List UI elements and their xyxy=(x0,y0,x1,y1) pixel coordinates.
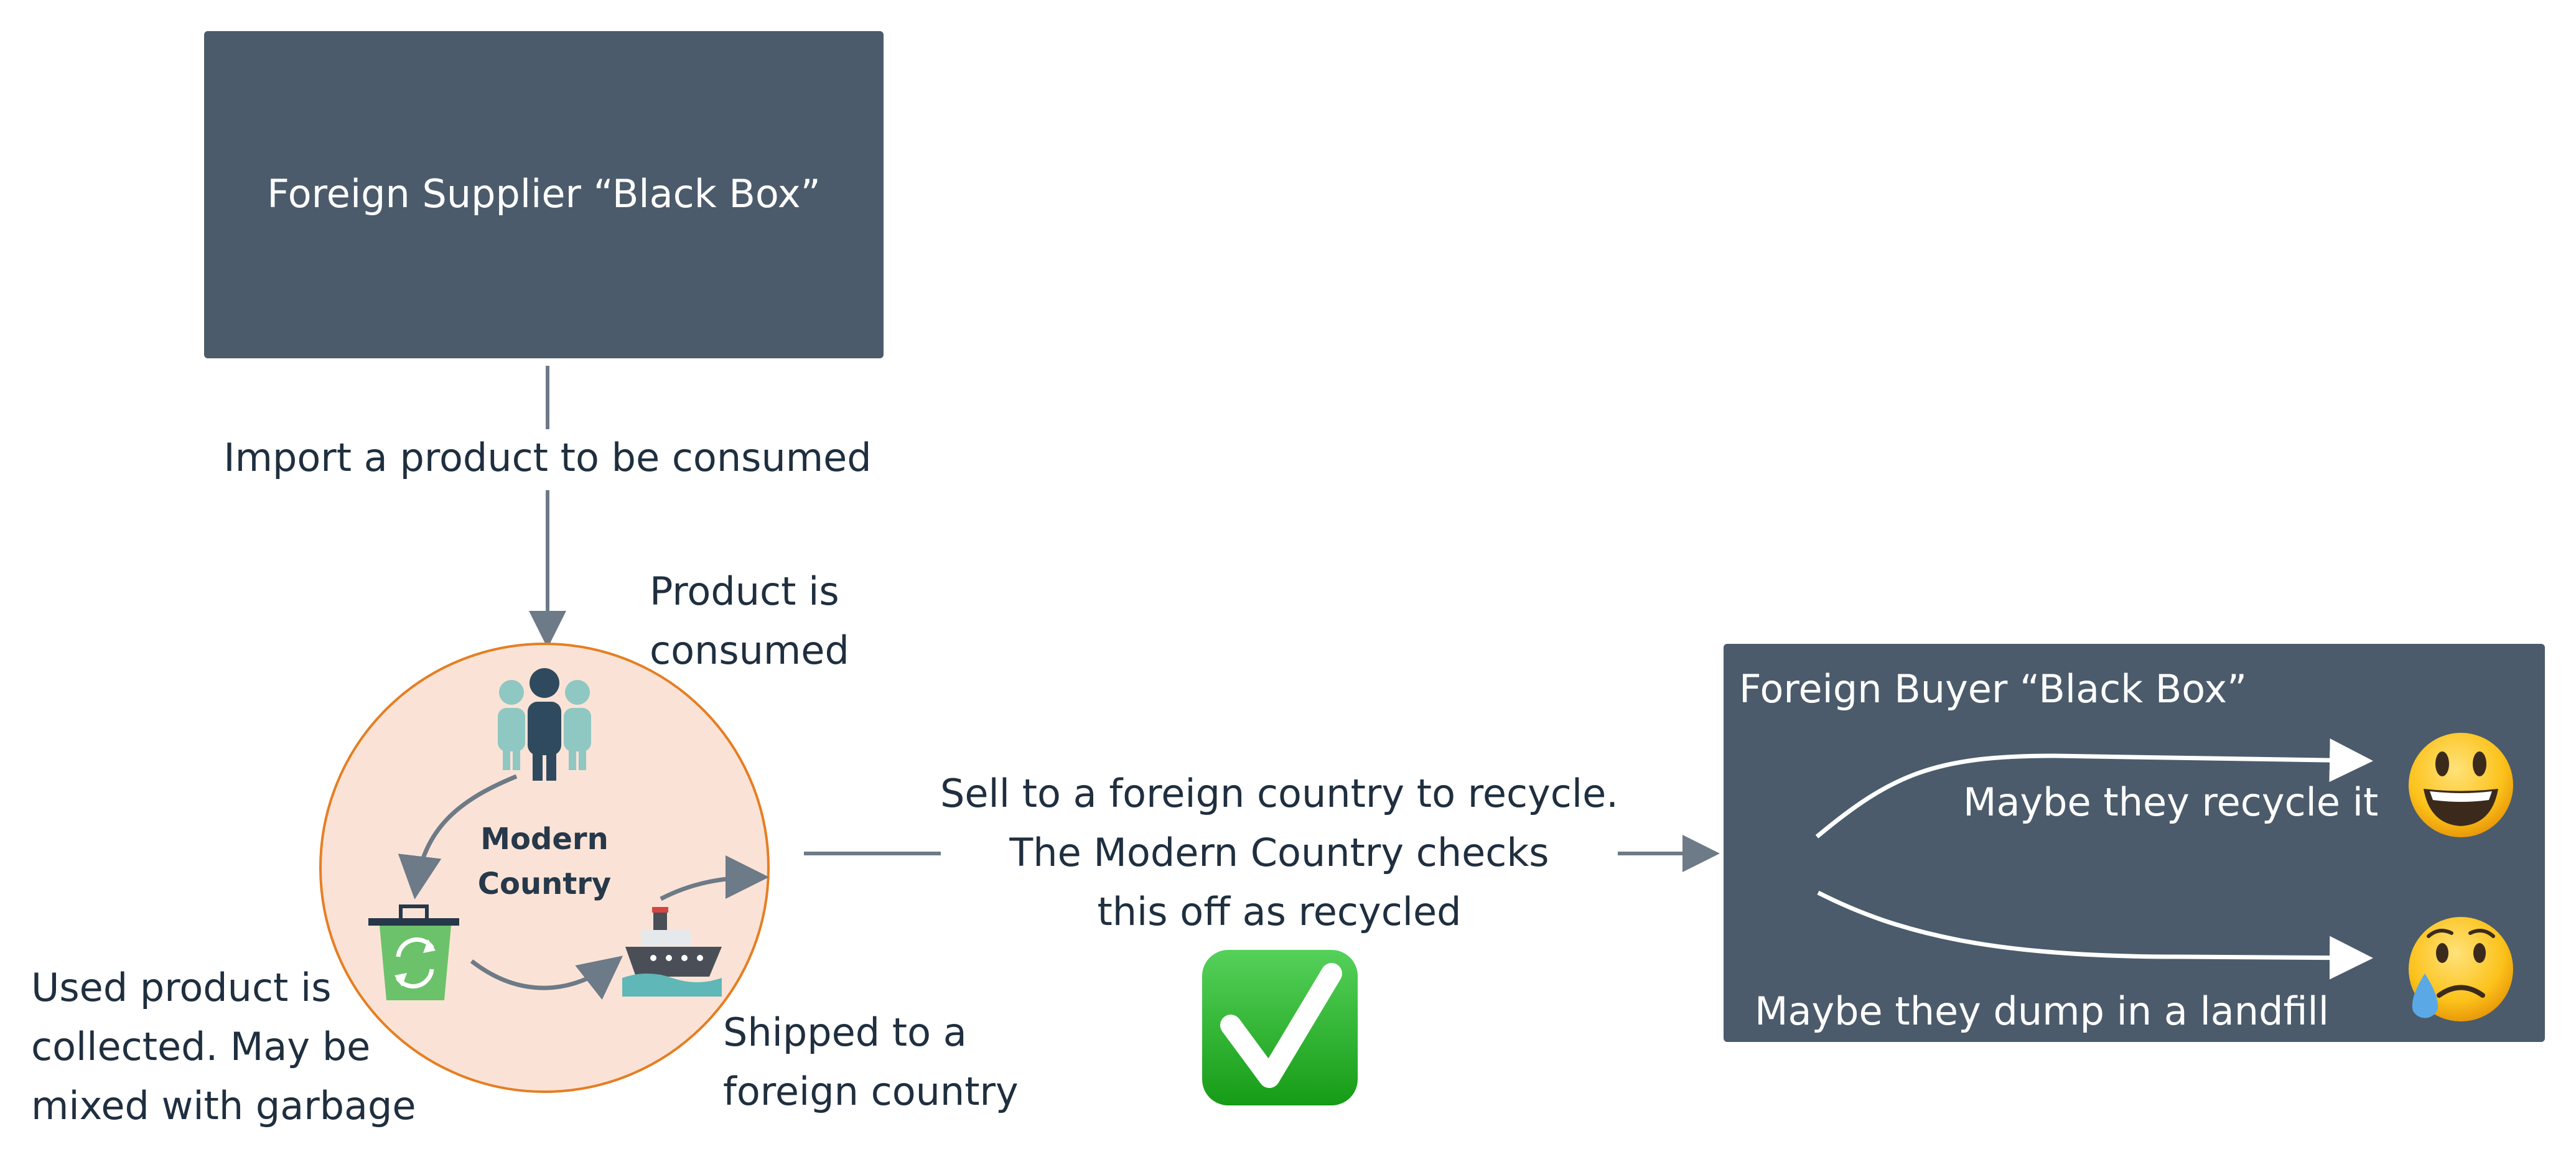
country-label-line1: Modern xyxy=(480,822,609,857)
smiley-face-icon xyxy=(2409,733,2513,837)
landfill-outcome-arrow xyxy=(1817,890,2373,980)
collected-note-line1: Used product is xyxy=(31,965,332,1010)
shipped-note-line1: Shipped to a xyxy=(723,1010,967,1055)
sell-edge-label-line2: The Modern Country checks xyxy=(1009,830,1549,875)
recycle-outcome-arrow xyxy=(1815,738,2373,839)
supplier-box xyxy=(204,31,884,358)
consume-to-bin-arrow xyxy=(398,774,518,900)
people-icon xyxy=(498,668,591,781)
outcome-landfill-label: Maybe they dump in a landfill xyxy=(1755,988,2329,1034)
consumed-note-line2: consumed xyxy=(650,628,849,673)
supplier-box-label: Foreign Supplier “Black Box” xyxy=(267,171,821,216)
import-edge-label: Import a product to be consumed xyxy=(223,435,872,480)
outcome-recycle-label: Maybe they recycle it xyxy=(1963,779,2379,825)
crying-face-icon xyxy=(2409,917,2513,1021)
sell-edge-label-line3: this off as recycled xyxy=(1097,889,1462,934)
bin-to-ship-arrow xyxy=(470,955,623,1000)
cargo-ship-icon xyxy=(622,907,722,997)
country-label-line2: Country xyxy=(477,867,612,901)
check-mark-icon xyxy=(1202,950,1358,1105)
recycle-bin-icon xyxy=(368,904,459,1000)
ship-out-arrow xyxy=(660,855,769,901)
consumed-note-line1: Product is xyxy=(650,569,839,614)
buyer-box-title: Foreign Buyer “Black Box” xyxy=(1739,666,2247,712)
collected-note-line3: mixed with garbage xyxy=(31,1083,416,1128)
collected-note-line2: collected. May be xyxy=(31,1024,371,1069)
shipped-note-line2: foreign country xyxy=(723,1069,1019,1114)
sell-edge-label-line1: Sell to a foreign country to recycle. xyxy=(940,771,1618,816)
